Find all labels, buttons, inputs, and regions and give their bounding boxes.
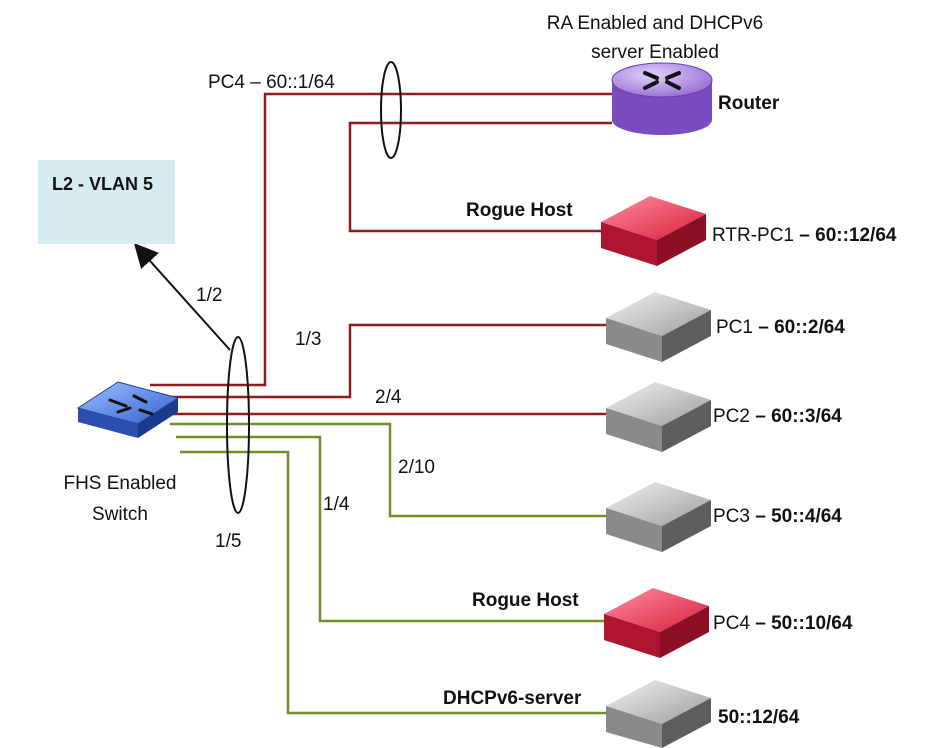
rogue-host-top-icon [601,196,706,266]
rogue-host-bottom-address: PC4 – 50::10/64 [713,614,852,633]
switch-label-line-1: FHS Enabled [63,473,177,494]
rogue-host-bottom-ip: – 50::10/64 [749,613,853,634]
router-label: Router [718,93,780,114]
title-line-1: RA Enabled and DHCPv6 [546,13,764,34]
port-label-1-3: 1/3 [295,329,322,350]
vlan-box: L2 - VLAN 5 [38,160,175,244]
dhcp-server-label: DHCPv6-server [443,688,582,709]
red-links [150,92,612,416]
router-icon [611,62,713,135]
rogue-host-top-name: RTR-PC1 [712,225,794,246]
rogue-host-top-address: RTR-PC1 – 60::12/64 [712,226,896,245]
link-1-5-dhcp [180,450,610,715]
link-2-10-pc3 [170,422,610,518]
pc2-icon [606,382,711,452]
switch-icon [76,381,180,438]
pc1-icon [606,292,711,362]
link-1-3-pc1 [152,323,610,399]
vlan-label: L2 - VLAN 5 [52,174,154,194]
port-label-2-10: 2/10 [398,457,435,478]
pc3-address: PC3 – 50::4/64 [713,507,842,526]
rogue-host-bottom-name: PC4 [713,613,750,634]
dhcp-server-address: 50::12/64 [718,707,800,728]
pc2-name: PC2 [713,406,750,427]
rogue-host-bottom-label: Rogue Host [472,590,579,611]
port-label-2-4: 2/4 [375,387,402,408]
pc3-name: PC3 [713,506,750,527]
lag-ellipse-router [380,61,402,159]
dhcp-server-icon [606,680,711,748]
lag-ellipse-switch [226,336,250,514]
pc1-ip: – 60::2/64 [752,317,845,338]
pc1-address: PC1 – 60::2/64 [716,318,845,337]
link-1-2-router [150,92,612,387]
link-router-rogue-host [348,121,612,233]
pc3-ip: – 50::4/64 [749,506,842,527]
port-label-1-4: 1/4 [323,494,350,515]
pc2-address: PC2 – 60::3/64 [713,407,842,426]
rogue-host-bottom-icon [604,588,709,658]
pc2-ip: – 60::3/64 [749,406,842,427]
port-label-1-5: 1/5 [215,531,242,552]
green-links [170,422,610,715]
rogue-host-top-ip: – 60::12/64 [794,225,897,246]
rogue-host-top-label: Rogue Host [466,200,573,221]
pc1-name: PC1 [716,317,753,338]
link-label-pc4-router: PC4 – 60::1/64 [208,72,335,93]
port-label-1-2: 1/2 [196,285,223,306]
switch-label-line-2: Switch [92,504,148,525]
pc3-icon [606,482,711,552]
vlan-arrow [133,243,231,351]
title-line-2: server Enabled [591,42,719,63]
